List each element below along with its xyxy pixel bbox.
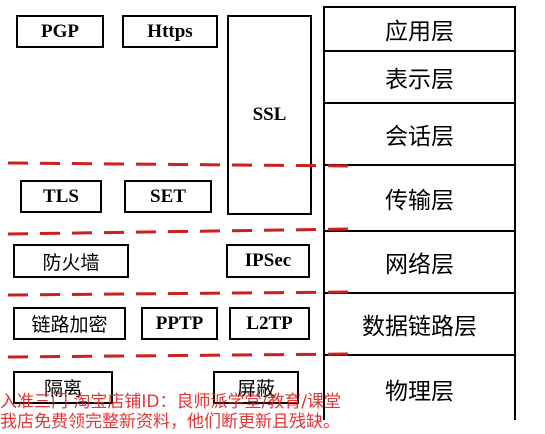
layer-physical: 物理层 (385, 379, 454, 405)
ssl-box: SSL (227, 15, 312, 215)
pptp-box: PPTP (141, 307, 218, 340)
layer-presentation: 表示层 (325, 52, 514, 104)
pgp-box: PGP (16, 15, 104, 48)
dash-line-transport-network (7, 227, 353, 236)
layer-data-link: 数据链路层 (325, 294, 514, 356)
ipsec-box: IPSec (226, 244, 310, 278)
osi-layer-stack: 应用层 表示层 会话层 传输层 网络层 数据链路层 物理层 (323, 6, 516, 420)
link-encryption-box: 链路加密 (13, 307, 126, 340)
firewall-box: 防火墙 (13, 244, 129, 278)
shielding-box: 屏蔽 (213, 371, 299, 404)
l2tp-box: L2TP (229, 307, 310, 340)
watermark-line-2: 我店免费领完整新资料，他们断更新且残缺。 (0, 412, 340, 432)
tls-box: TLS (20, 180, 102, 213)
dash-line-datalink-physical (7, 352, 353, 359)
isolation-box: 隔离 (13, 371, 113, 404)
set-box: SET (124, 180, 212, 213)
layer-network: 网络层 (325, 232, 514, 294)
layer-session: 会话层 (325, 104, 514, 166)
watermark-line-1: 入准三门 淘宝店铺ID：良师派学堂/教育/课堂 (0, 392, 341, 412)
dash-line-network-datalink (7, 290, 353, 297)
layer-application: 应用层 (325, 8, 514, 52)
layer-transport: 传输层 (325, 166, 514, 232)
https-box: Https (122, 15, 218, 48)
